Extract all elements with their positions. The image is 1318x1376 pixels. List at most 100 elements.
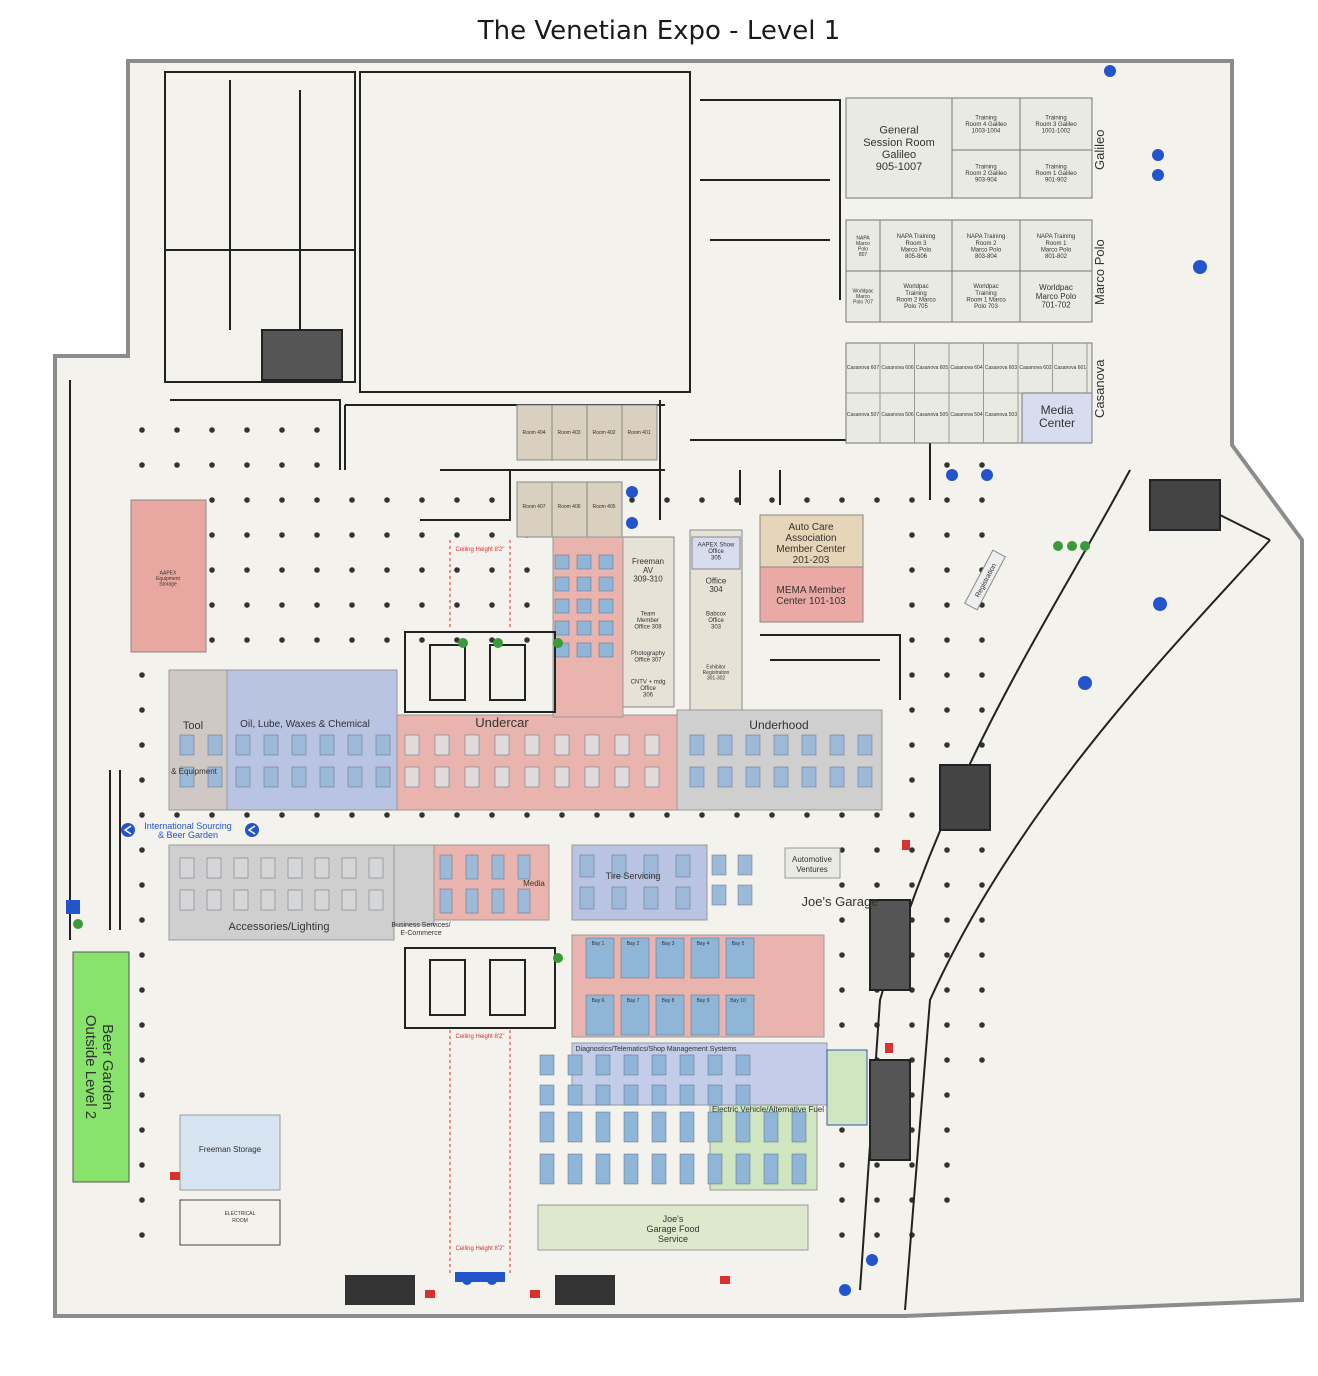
exhibit-booth[interactable]	[579, 854, 595, 878]
business-services-line1[interactable]: Business Services/	[391, 922, 450, 929]
tan-room[interactable]: Room 403	[557, 430, 580, 436]
beer-garden-zone[interactable]	[72, 951, 130, 1183]
exhibit-booth[interactable]	[829, 766, 845, 788]
exhibit-booth[interactable]	[233, 857, 249, 879]
exhibit-booth[interactable]	[206, 889, 222, 911]
bay-booth[interactable]	[585, 937, 615, 979]
exhibit-booth[interactable]	[623, 1054, 639, 1076]
exhibit-booth[interactable]	[679, 1153, 695, 1185]
exhibit-booth[interactable]	[745, 734, 761, 756]
ev-label[interactable]: Electric Vehicle/Alternative Fuel	[712, 1105, 824, 1114]
exhibit-booth[interactable]	[857, 734, 873, 756]
exhibit-booth[interactable]	[611, 886, 627, 910]
freeman-storage-label[interactable]: Freeman Storage	[199, 1145, 262, 1154]
casanova-room[interactable]: Casanova 606	[881, 365, 913, 371]
exhibit-booth[interactable]	[763, 1153, 779, 1185]
casanova-room[interactable]: Casanova 506	[881, 412, 913, 418]
exhibit-booth[interactable]	[801, 766, 817, 788]
exhibit-booth[interactable]	[644, 734, 660, 756]
bay-booth[interactable]	[655, 994, 685, 1036]
office-room[interactable]: AV	[643, 566, 654, 575]
exhibit-booth[interactable]	[598, 554, 614, 570]
exhibit-booth[interactable]	[263, 766, 279, 788]
casanova-room[interactable]: Casanova 507	[847, 412, 879, 418]
meeting-room-training-2[interactable]: Room 2 Galileo	[965, 171, 1007, 177]
meeting-room-training-2[interactable]: 903-904	[975, 178, 998, 184]
exhibit-booth[interactable]	[287, 889, 303, 911]
exhibit-booth[interactable]	[598, 642, 614, 658]
exhibit-booth[interactable]	[737, 854, 753, 876]
office-room[interactable]: Babcox	[706, 612, 726, 618]
tan-room[interactable]: Room 405	[592, 504, 615, 510]
exhibit-booth[interactable]	[623, 1111, 639, 1143]
exhibit-booth[interactable]	[623, 1084, 639, 1106]
exhibit-booth[interactable]	[434, 766, 450, 788]
exhibit-booth[interactable]	[207, 766, 223, 788]
meeting-room-napa-3[interactable]: Room 3	[905, 241, 927, 247]
mema-member-center[interactable]: Center 101-103	[776, 596, 846, 607]
exhibit-booth[interactable]	[263, 734, 279, 756]
exhibit-booth[interactable]	[567, 1084, 583, 1106]
exhibit-booth[interactable]	[763, 1111, 779, 1143]
office-room[interactable]: 304	[709, 585, 723, 594]
meeting-room-training-4[interactable]: Room 4 Galileo	[965, 122, 1007, 128]
casanova-room[interactable]: Casanova 605	[916, 365, 948, 371]
exhibit-booth[interactable]	[179, 857, 195, 879]
exhibit-booth[interactable]	[576, 620, 592, 636]
meeting-room-napa-807[interactable]: Polo	[858, 247, 868, 253]
meeting-room-napa-2[interactable]: Marco Polo	[971, 247, 1002, 253]
bay-label[interactable]: Bay 6	[592, 998, 605, 1004]
meeting-room-napa-1[interactable]: Room 1	[1045, 241, 1067, 247]
media-zone-label[interactable]: Media	[523, 879, 545, 888]
exhibit-booth[interactable]	[375, 734, 391, 756]
exhibit-booth[interactable]	[368, 889, 384, 911]
exhibit-booth[interactable]	[595, 1111, 611, 1143]
exhibit-booth[interactable]	[791, 1153, 807, 1185]
bay-booth[interactable]	[725, 994, 755, 1036]
exhibit-booth[interactable]	[644, 766, 660, 788]
exhibit-booth[interactable]	[598, 576, 614, 592]
exhibit-booth[interactable]	[539, 1054, 555, 1076]
exhibit-booth[interactable]	[857, 766, 873, 788]
exhibit-booth[interactable]	[689, 734, 705, 756]
meeting-room-training-1[interactable]: 901-902	[1045, 178, 1068, 184]
exhibit-booth[interactable]	[579, 886, 595, 910]
exhibit-booth[interactable]	[341, 889, 357, 911]
exhibit-booth[interactable]	[735, 1054, 751, 1076]
exhibit-booth[interactable]	[494, 766, 510, 788]
media-center-line1[interactable]: Media	[1041, 403, 1074, 417]
exhibit-booth[interactable]	[291, 766, 307, 788]
office-room[interactable]: Exhibitor	[706, 664, 726, 670]
casanova-room[interactable]: Casanova 601	[1054, 365, 1086, 371]
tire-servicing-label[interactable]: Tire Servicing	[606, 871, 661, 881]
exhibit-booth[interactable]	[464, 734, 480, 756]
bay-label[interactable]: Bay 7	[627, 998, 640, 1004]
exhibit-booth[interactable]	[791, 1111, 807, 1143]
automotive-ventures-box[interactable]	[784, 847, 841, 879]
bay-label[interactable]: Bay 3	[662, 941, 675, 947]
exhibit-booth[interactable]	[517, 888, 531, 914]
auto-care-center[interactable]: Auto Care	[788, 522, 833, 533]
accessories-lighting-label[interactable]: Accessories/Lighting	[229, 921, 330, 933]
bay-booth[interactable]	[725, 937, 755, 979]
bay-label[interactable]: Bay 9	[697, 998, 710, 1004]
exhibit-booth[interactable]	[689, 766, 705, 788]
exhibit-booth[interactable]	[554, 576, 570, 592]
meeting-room-napa-807[interactable]: Marco	[856, 241, 870, 247]
meeting-room-napa-1[interactable]: NAPA Training	[1037, 234, 1076, 240]
business-services-line2[interactable]: E-Commerce	[400, 930, 441, 937]
exhibit-booth[interactable]	[287, 857, 303, 879]
aapex-storage-zone[interactable]	[130, 499, 207, 653]
exhibit-booth[interactable]	[434, 734, 450, 756]
exhibit-booth[interactable]	[567, 1153, 583, 1185]
exhibit-booth[interactable]	[595, 1084, 611, 1106]
exhibit-booth[interactable]	[319, 766, 335, 788]
office-room[interactable]: CNTV + mdg	[631, 680, 666, 686]
office-room[interactable]: Office	[706, 576, 727, 585]
exhibit-booth[interactable]	[465, 854, 479, 880]
underhood-label[interactable]: Underhood	[749, 718, 808, 732]
tan-room[interactable]: Room 406	[557, 504, 580, 510]
meeting-room-training-1[interactable]: Room 1 Galileo	[1035, 171, 1077, 177]
exhibit-booth[interactable]	[679, 1111, 695, 1143]
meeting-room-wp-701[interactable]: Worldpac	[1039, 283, 1073, 292]
